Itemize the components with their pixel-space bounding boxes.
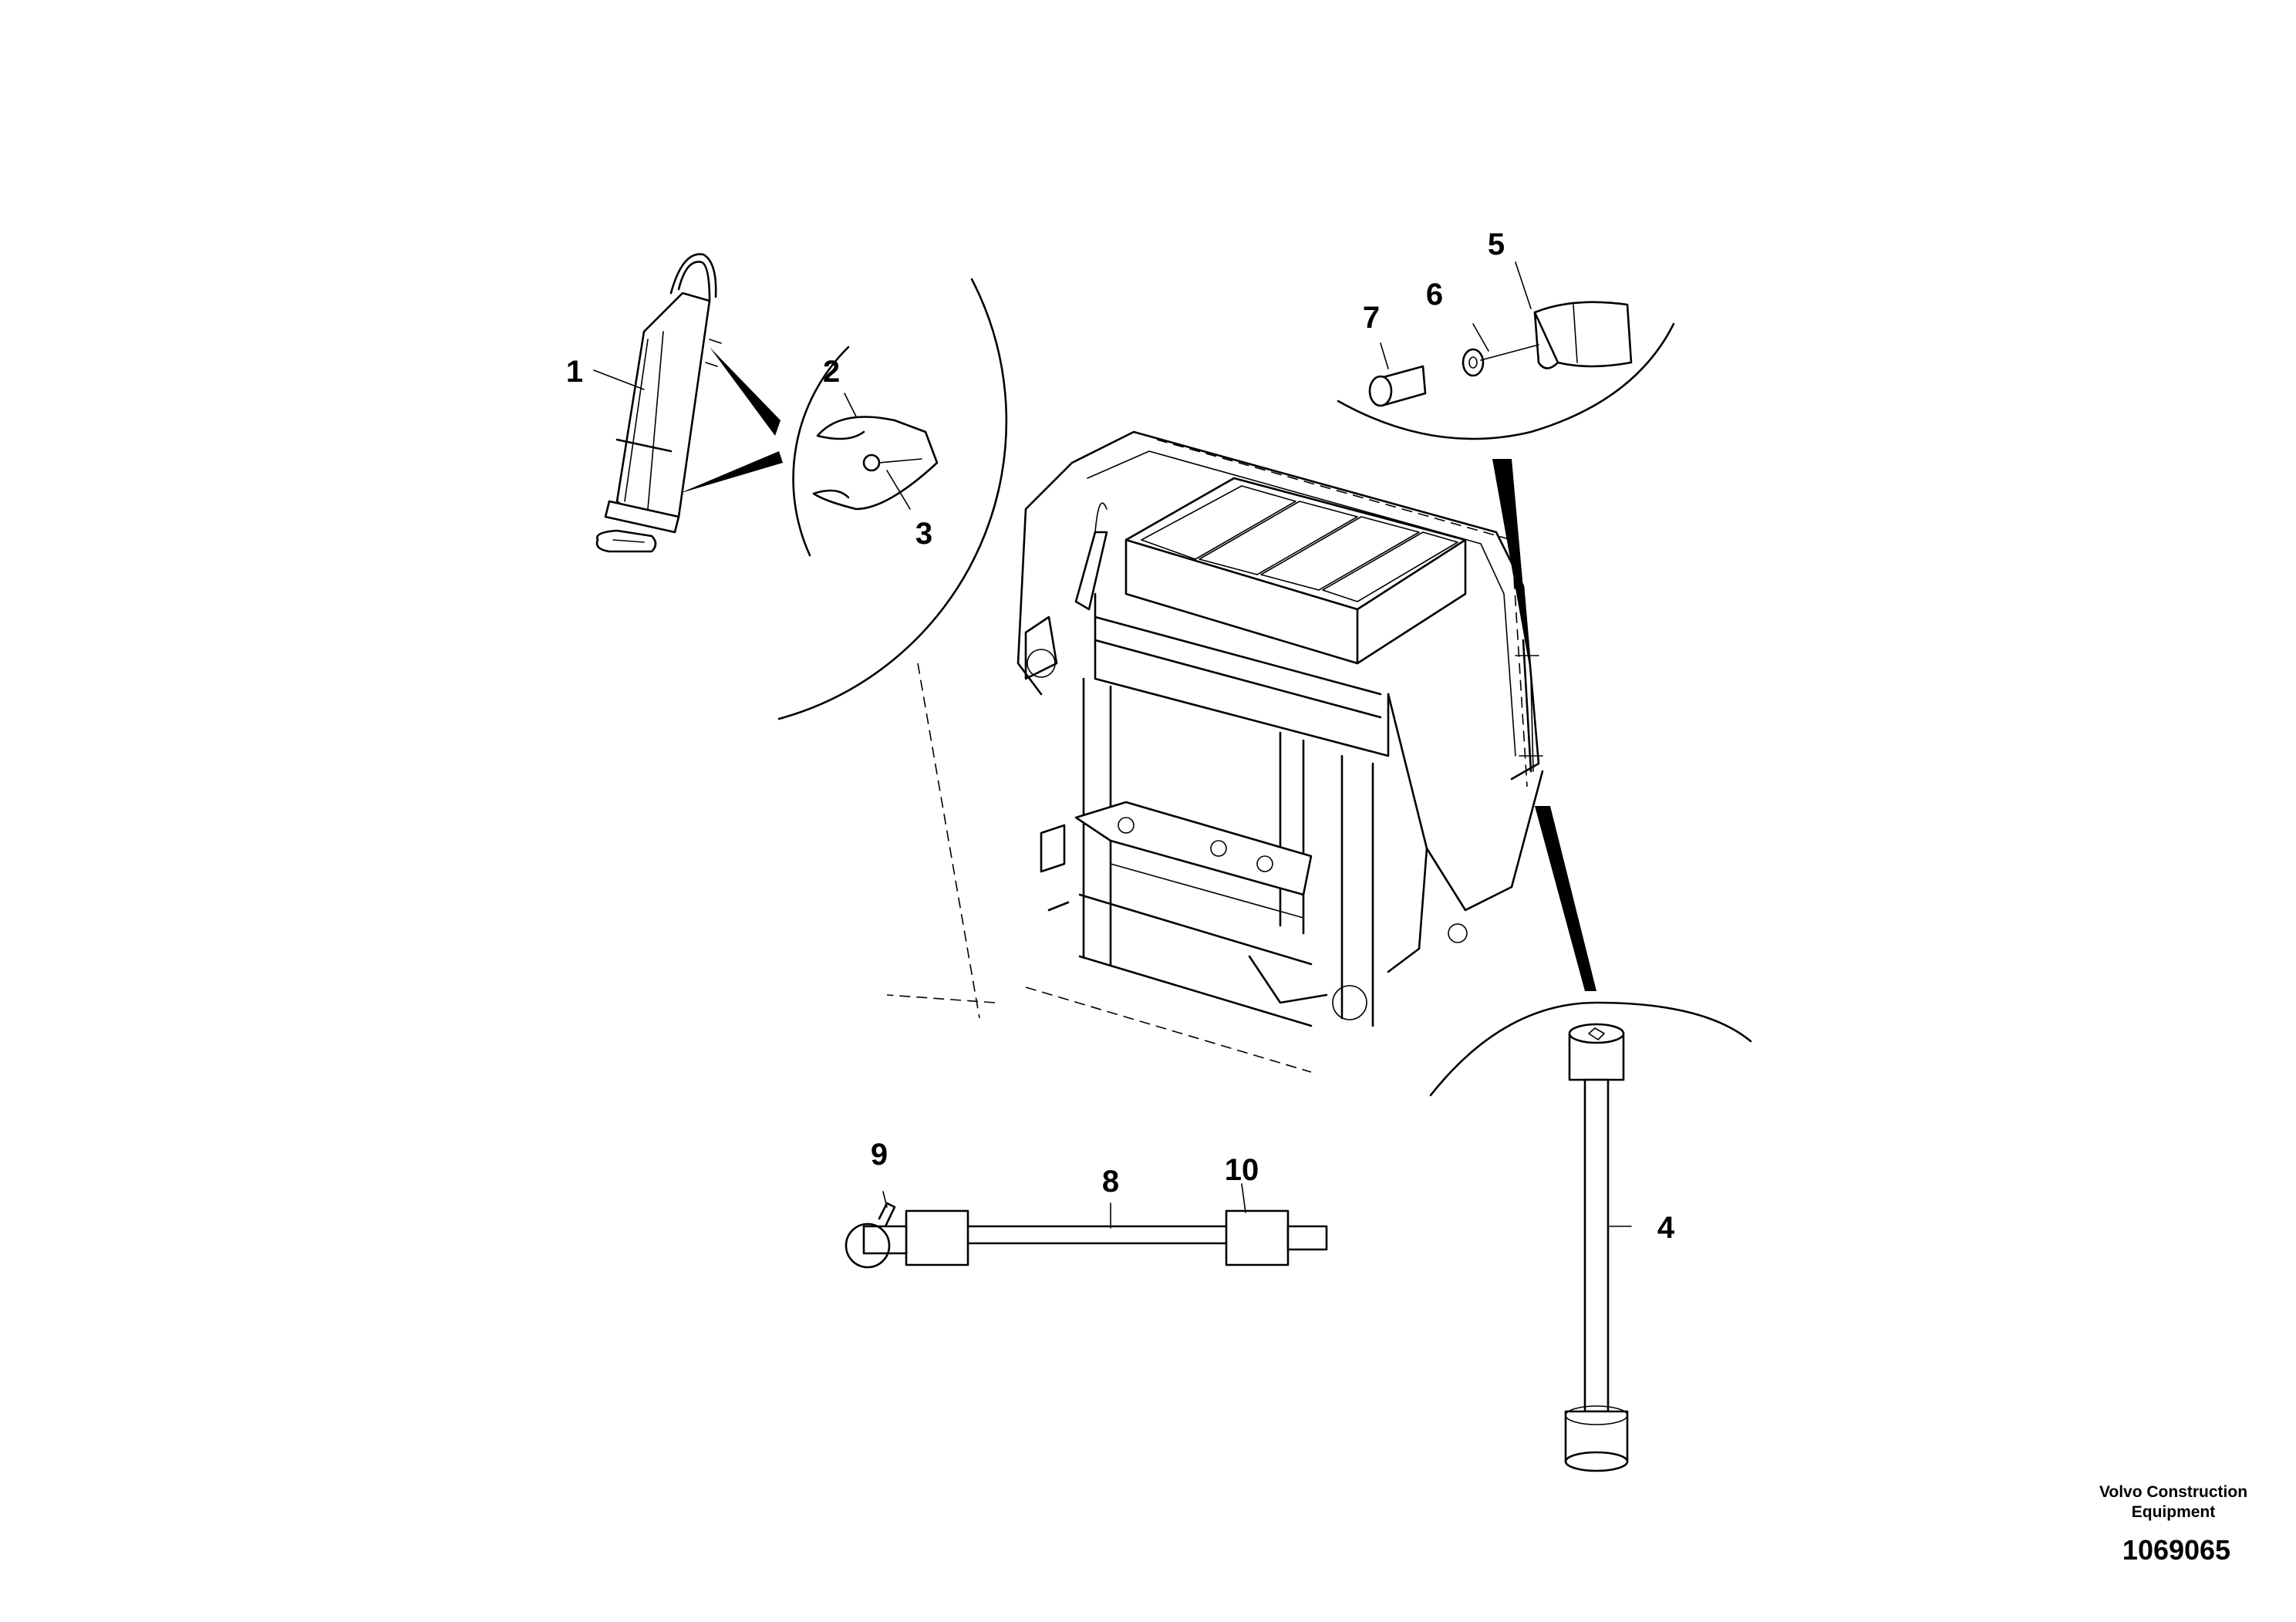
detail-circle-right-top — [1337, 301, 1675, 772]
detail-circle-right-bottom — [1429, 806, 1752, 1097]
callout-6: 6 — [1426, 278, 1443, 312]
callout-2: 2 — [823, 355, 840, 389]
lynch-pin — [845, 1202, 896, 1269]
machine-frame — [886, 430, 1544, 1073]
callout-4: 4 — [1657, 1211, 1675, 1245]
detail-circle-left — [679, 278, 1008, 720]
brand-line-2: Equipment — [2132, 1503, 2216, 1521]
callout-8: 8 — [1102, 1165, 1119, 1199]
callout-1: 1 — [566, 355, 583, 389]
callout-5: 5 — [1488, 228, 1505, 261]
callout-labels: 1 2 3 4 5 6 7 8 9 10 — [566, 228, 1675, 1245]
brand-line-1: Volvo Construction — [2099, 1483, 2247, 1501]
leader-lines — [593, 261, 1632, 1229]
fire-extinguisher — [595, 253, 722, 553]
callout-7: 7 — [1363, 301, 1380, 335]
tow-bar — [862, 1209, 1328, 1266]
footer: Volvo Construction Equipment 1069065 — [2099, 1483, 2247, 1566]
callout-3: 3 — [915, 517, 932, 551]
callout-9: 9 — [871, 1138, 888, 1172]
document-number: 1069065 — [2122, 1534, 2230, 1566]
callout-10: 10 — [1225, 1153, 1259, 1187]
wheel-wrench — [1564, 1023, 1629, 1472]
